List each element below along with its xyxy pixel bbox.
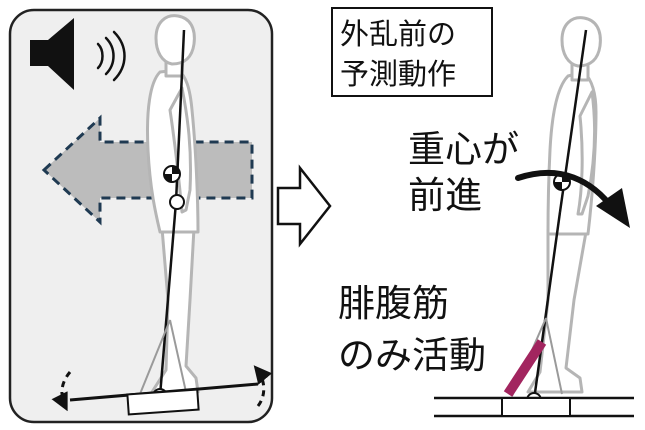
gastrocnemius-muscle	[503, 339, 547, 397]
anticipation-label-line-1: 外乱前の	[340, 17, 456, 51]
human-figure-left	[146, 14, 200, 394]
muscle-label-line-2: のみ活動	[338, 334, 486, 377]
right-panel: 外乱前の 予測動作	[331, 7, 634, 418]
center-of-mass-icon-left	[163, 165, 181, 183]
com-forward-label-line-1: 重心が	[408, 128, 519, 171]
rotation-arrow-left	[51, 371, 72, 412]
transition-arrow	[276, 164, 332, 248]
platform-block-right	[501, 397, 571, 417]
knee-joint-left	[169, 194, 185, 210]
muscle-label-line-1: 腓腹筋	[338, 282, 449, 325]
left-panel-frame	[8, 8, 274, 424]
platform-block-left	[126, 388, 200, 416]
com-forward-arrowhead	[596, 188, 630, 228]
anticipation-label-line-2: 予測動作	[340, 57, 456, 91]
anticipation-label-box	[331, 7, 493, 97]
human-figure-right	[526, 16, 602, 394]
speaker-icon	[30, 18, 74, 90]
rotation-arrow-right	[253, 365, 272, 407]
left-panel	[8, 8, 274, 424]
com-forward-label-line-2: 前進	[408, 174, 482, 217]
sound-waves-icon	[96, 30, 126, 82]
